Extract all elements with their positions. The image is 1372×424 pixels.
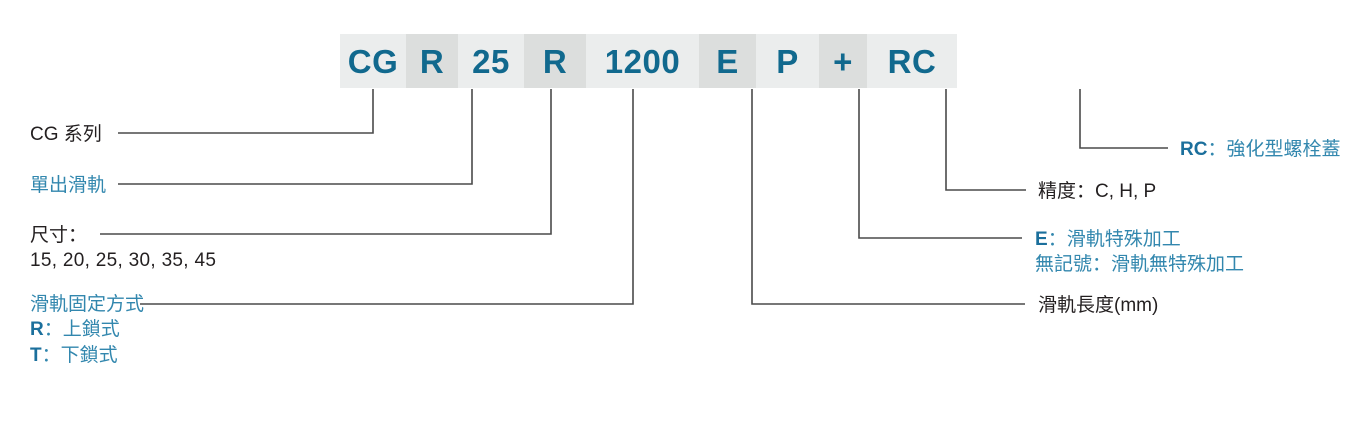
code-cell-plus-sign: + [819,34,867,88]
annotation-mount-option-r: R：上鎖式 [30,317,144,342]
code-cell-bolt-cover: RC [867,34,957,88]
annotation-accuracy: 精度：C, H, P [1038,179,1156,204]
code-cell-machining: E [699,34,756,88]
leader-line-accuracy [945,89,1026,191]
annotation-size-values: 15, 20, 25, 30, 35, 45 [30,250,217,272]
code-cell-mount: R [524,34,586,88]
leader-line-machining [858,89,1022,239]
annotation-machining-e-text: ：滑軌特殊加工 [1047,229,1181,250]
annotation-bolt-cover-line: RC：強化型螺栓蓋 [1180,137,1340,162]
code-cell-accuracy: P [756,34,819,88]
annotation-mount: 滑軌固定方式 R：上鎖式 T：下鎖式 [30,292,144,368]
annotation-mount-option-t: T：下鎖式 [30,343,144,368]
annotation-machining-none: 無記號：滑軌無特殊加工 [1035,254,1245,276]
annotation-rail-length: 滑軌長度(mm) [1038,293,1158,318]
annotation-series: CG 系列 [30,122,102,147]
annotation-mount-option-t-key: T [30,344,42,366]
annotation-mount-option-r-key: R [30,319,44,341]
annotation-bolt-cover-key: RC [1180,139,1208,160]
annotation-machining-e-key: E [1035,229,1048,250]
annotation-series-label: CG 系列 [30,124,102,145]
annotation-rail-type-label: 單出滑軌 [30,175,107,196]
code-cell-rail-type: R [406,34,458,88]
code-cell-size: 25 [458,34,524,88]
annotation-accuracy-label: 精度：C, H, P [1038,181,1157,202]
annotation-rail-type: 單出滑軌 [30,173,106,198]
annotation-bolt-cover-text: ：強化型螺栓蓋 [1207,139,1341,160]
part-number-code-strip: CG R 25 R 1200 E P + RC [340,34,957,88]
leader-line-rail-type [118,89,473,185]
annotation-size: 尺寸： 15, 20, 25, 30, 35, 45 [30,223,216,274]
leader-line-size [100,89,552,235]
annotation-mount-option-r-text: ：上鎖式 [43,319,120,341]
annotation-machining: E：滑軌特殊加工 無記號：滑軌無特殊加工 [1035,227,1244,278]
annotation-size-label: 尺寸： [30,225,88,246]
code-cell-rail-length: 1200 [586,34,699,88]
annotation-mount-label: 滑軌固定方式 [30,294,145,315]
code-cell-series: CG [340,34,406,88]
annotation-rail-length-label: 滑軌長度(mm) [1038,295,1159,316]
leader-line-series [118,89,374,134]
annotation-bolt-cover: RC：強化型螺栓蓋 [1180,137,1340,162]
annotation-mount-option-t-text: ：下鎖式 [41,344,118,366]
leader-line-bolt-cover [1079,89,1168,149]
annotation-machining-e: E：滑軌特殊加工 [1035,227,1244,252]
leader-line-rail-length [751,89,1025,305]
